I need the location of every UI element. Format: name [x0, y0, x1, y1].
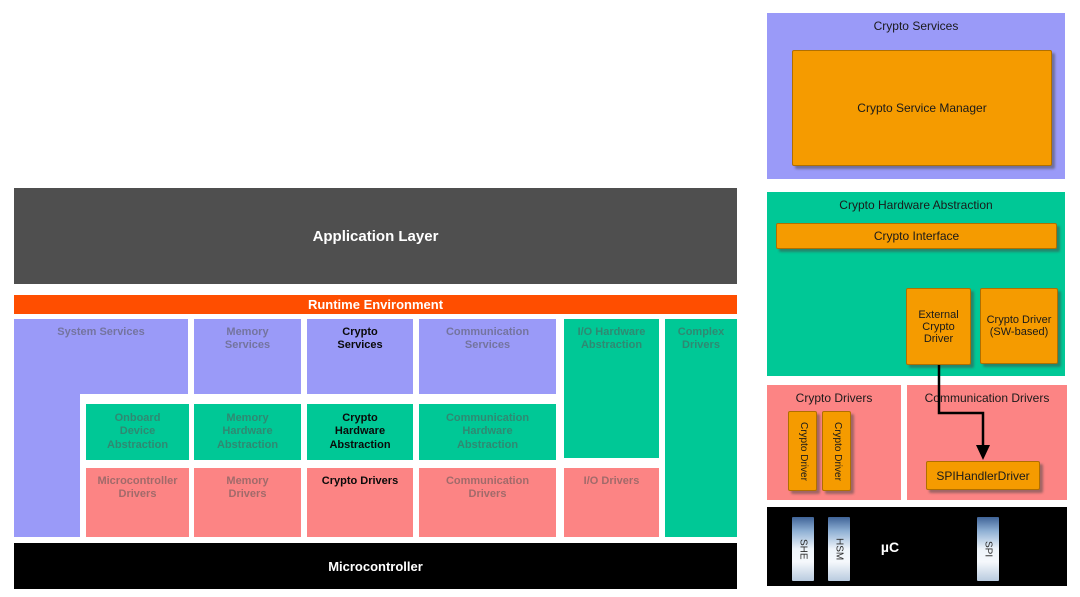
communication-services-box: Communication Services [419, 319, 556, 394]
memory-drivers-box: Memory Drivers [194, 468, 301, 537]
microcontroller-box: Microcontroller [14, 543, 737, 589]
runtime-environment-label: Runtime Environment [307, 297, 444, 312]
io-drivers-label: I/O Drivers [583, 475, 640, 487]
system-services-box: System Services [14, 319, 188, 394]
io-hardware-abstraction-label: I/O Hardware Abstraction [577, 326, 646, 352]
external-crypto-driver-box: External Crypto Driver [906, 288, 971, 365]
communication-services-label: Communication Services [445, 326, 530, 352]
crypto-driver-sw-based-box: Crypto Driver (SW-based) [980, 288, 1058, 364]
microcontroller-label: Microcontroller [328, 558, 423, 574]
runtime-environment-box: Runtime Environment [14, 295, 737, 314]
crypto-driver-sw-based-label: Crypto Driver (SW-based) [986, 314, 1052, 338]
application-layer-label: Application Layer [312, 227, 439, 245]
crypto-services-box: Crypto Services [307, 319, 413, 394]
microcontroller-drivers-label: Microcontroller Drivers [97, 475, 178, 501]
communication-drivers-box: Communication Drivers [419, 468, 556, 537]
she-module-label: SHE [797, 538, 809, 560]
crypto-drivers-label: Crypto Drivers [321, 475, 399, 487]
memory-services-box: Memory Services [194, 319, 301, 394]
crypto-services-label: Crypto Services [337, 326, 383, 352]
crypto-drivers-panel-title: Crypto Drivers [795, 391, 873, 405]
crypto-hardware-abstraction-panel-title: Crypto Hardware Abstraction [839, 198, 993, 212]
hsm-module-label: HSM [833, 537, 845, 561]
crypto-service-manager-box: Crypto Service Manager [792, 50, 1052, 166]
complex-drivers-label: Complex Drivers [677, 326, 725, 352]
crypto-driver-module-label: Crypto Driver [831, 421, 843, 481]
communication-drivers-label: Communication Drivers [445, 475, 530, 501]
communication-drivers-panel-title: Communication Drivers [924, 391, 1050, 405]
onboard-device-abstraction-box: Onboard Device Abstraction [86, 404, 189, 460]
crypto-hardware-abstraction-box: Crypto Hardware Abstraction [307, 404, 413, 460]
memory-drivers-label: Memory Drivers [226, 475, 269, 501]
external-crypto-driver-label: External Crypto Driver [918, 308, 959, 345]
crypto-driver-module-box: Crypto Driver [822, 411, 851, 491]
complex-drivers-box: Complex Drivers [665, 319, 737, 537]
communication-hardware-abstraction-box: Communication Hardware Abstraction [419, 404, 556, 460]
crypto-driver-module-label: Crypto Driver [797, 421, 809, 481]
crypto-service-manager-label: Crypto Service Manager [857, 101, 987, 115]
spi-module-box: SPI [977, 517, 999, 581]
crypto-services-panel-title: Crypto Services [873, 19, 959, 33]
application-layer-box: Application Layer [14, 188, 737, 284]
memory-hardware-abstraction-label: Memory Hardware Abstraction [216, 412, 279, 451]
memory-hardware-abstraction-box: Memory Hardware Abstraction [194, 404, 301, 460]
system-services-label: System Services [57, 326, 145, 338]
spi-module-label: SPI [982, 540, 994, 558]
crypto-interface-box: Crypto Interface [776, 223, 1057, 249]
spi-handler-driver-box: SPIHandlerDriver [926, 461, 1040, 490]
hsm-module-box: HSM [828, 517, 850, 581]
crypto-hardware-abstraction-label: Crypto Hardware Abstraction [329, 412, 391, 451]
spi-handler-driver-label: SPIHandlerDriver [936, 468, 1030, 483]
io-drivers-box: I/O Drivers [564, 468, 659, 537]
microcontroller-hw-bar [767, 507, 1067, 586]
she-module-box: SHE [792, 517, 814, 581]
crypto-drivers-box: Crypto Drivers [307, 468, 413, 537]
onboard-device-abstraction-label: Onboard Device Abstraction [106, 412, 169, 451]
memory-services-label: Memory Services [224, 326, 271, 352]
microcontroller-drivers-box: Microcontroller Drivers [86, 468, 189, 537]
communication-hardware-abstraction-label: Communication Hardware Abstraction [445, 412, 530, 451]
io-hardware-abstraction-box: I/O Hardware Abstraction [564, 319, 659, 458]
crypto-interface-label: Crypto Interface [873, 229, 960, 243]
crypto-driver-module-box: Crypto Driver [788, 411, 817, 491]
uc-label: µC [880, 538, 900, 555]
